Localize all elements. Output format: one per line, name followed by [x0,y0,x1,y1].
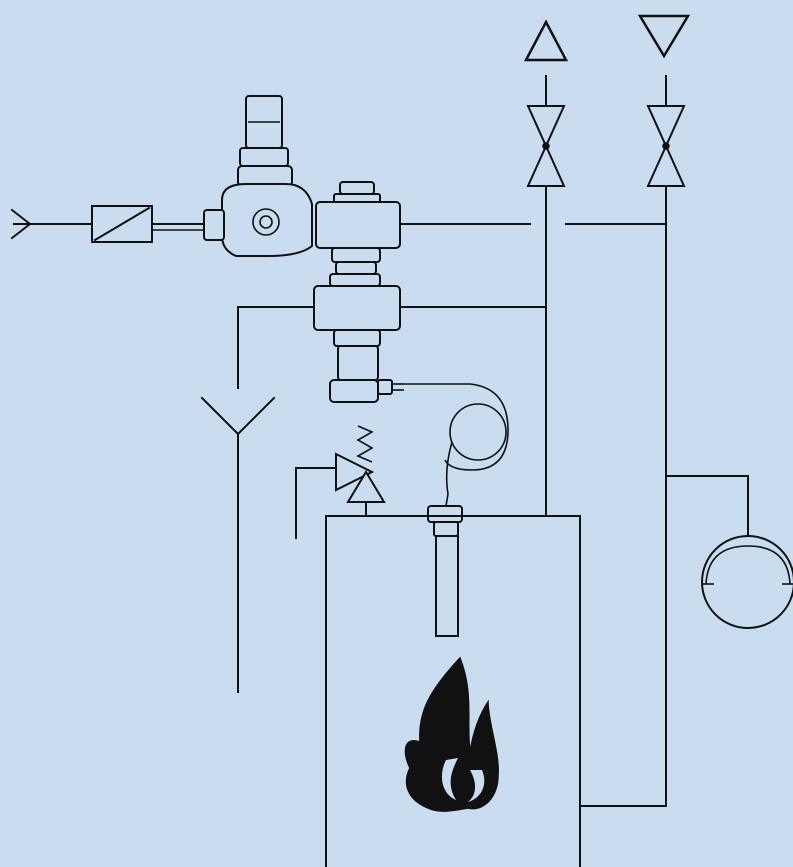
drain-funnel [200,396,276,693]
shutoff-valve [526,105,566,187]
boiler [325,515,581,867]
piping [237,185,749,807]
return-flow-arrow [637,14,691,107]
pressure-reducing-valve [203,95,313,257]
inlet-arrow [10,208,93,240]
strainer-filter [91,205,206,243]
thermostatic-control-head [329,345,404,403]
expansion-vessel [701,535,793,629]
supply-flow-arrow [523,19,569,107]
flame-icon [404,656,499,812]
capillary-tube [404,383,509,507]
three-way-mixing-valve [313,181,401,347]
immersion-sensor [427,505,463,637]
safety-relief-valve [295,425,386,539]
shutoff-valve [646,105,686,187]
